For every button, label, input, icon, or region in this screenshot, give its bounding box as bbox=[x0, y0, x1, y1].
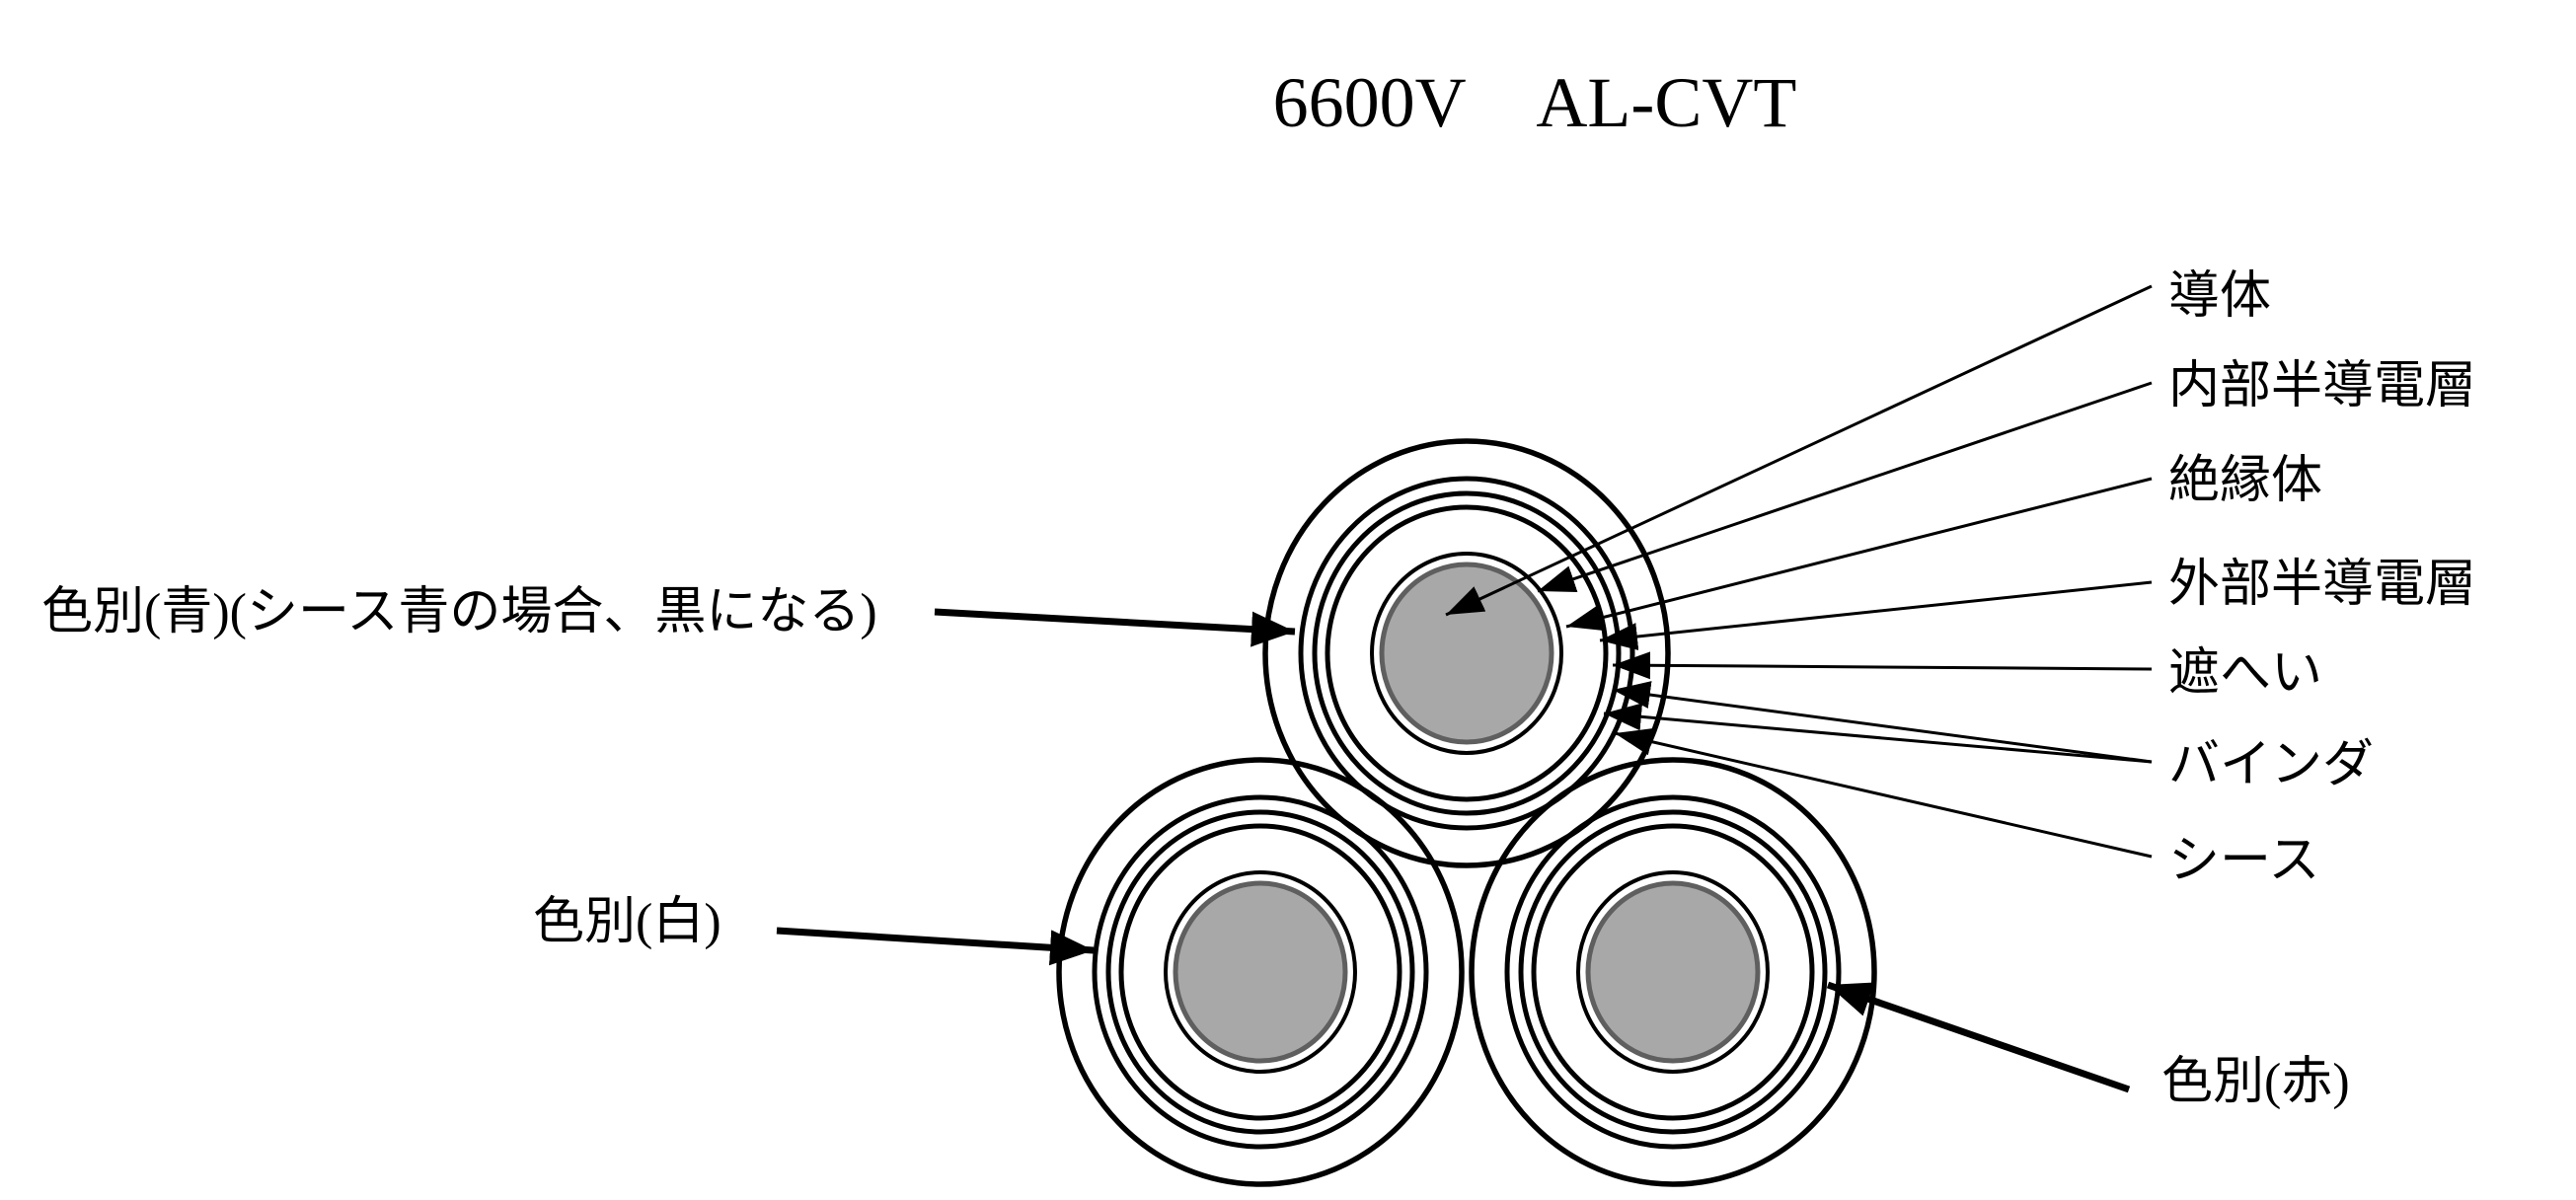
leader-line-outer-semiconductive bbox=[1599, 580, 2153, 650]
sheath-ring bbox=[1056, 757, 1465, 1187]
diagram-title: 6600V AL-CVT bbox=[1273, 63, 1797, 142]
inner-semiconductive-ring bbox=[1370, 552, 1563, 755]
shield-ring bbox=[1518, 809, 1828, 1135]
inner-semiconductive-ring bbox=[1576, 870, 1770, 1074]
conductor-core bbox=[1382, 564, 1552, 742]
conductor-core-rim bbox=[1379, 562, 1554, 745]
leader-line-conductor bbox=[1445, 284, 2153, 617]
label-sheath: シース bbox=[2168, 833, 2319, 889]
leader-line-binder-upper bbox=[1612, 681, 2153, 764]
binder-ring bbox=[1092, 794, 1429, 1150]
conductor-core-rim bbox=[1585, 880, 1761, 1064]
sheath-ring bbox=[1469, 757, 1877, 1187]
label-color-white: 色別(白) bbox=[533, 894, 721, 950]
label-inner-semiconductive: 内部半導電層 bbox=[2168, 358, 2476, 414]
label-conductor: 導体 bbox=[2168, 268, 2271, 325]
conductor-core bbox=[1588, 883, 1758, 1061]
leader-line-shield bbox=[1612, 651, 2153, 680]
leader-line-inner-semiconductive bbox=[1537, 381, 2153, 593]
label-shield: 遮へい bbox=[2168, 645, 2322, 702]
shield-ring bbox=[1105, 809, 1415, 1135]
binder-ring bbox=[1504, 794, 1842, 1150]
cable-cross-section-bottom-right bbox=[1469, 757, 1877, 1187]
arrow-color-red bbox=[1826, 981, 2131, 1093]
arrow-color-white bbox=[776, 927, 1095, 966]
inner-semiconductive-ring bbox=[1164, 870, 1357, 1074]
leader-line-insulator bbox=[1565, 477, 2153, 632]
conductor-core-rim bbox=[1173, 880, 1348, 1064]
label-insulator: 絶縁体 bbox=[2168, 453, 2322, 509]
sheath-ring bbox=[1262, 438, 1671, 868]
outer-semiconductive-ring bbox=[1531, 823, 1815, 1121]
conductor-core bbox=[1175, 883, 1345, 1061]
label-color-red: 色別(赤) bbox=[2161, 1054, 2350, 1110]
cable-cross-section-bottom-left bbox=[1056, 757, 1465, 1187]
label-color-blue: 色別(青)(シース青の場合、黒になる) bbox=[41, 584, 877, 640]
label-binder: バインダ bbox=[2168, 737, 2374, 793]
leader-line-binder-lower bbox=[1603, 703, 2153, 764]
outer-semiconductive-ring bbox=[1118, 823, 1402, 1121]
outer-semiconductive-ring bbox=[1325, 504, 1609, 802]
label-outer-semiconductive: 外部半導電層 bbox=[2168, 557, 2476, 613]
arrow-color-blue bbox=[934, 608, 1296, 647]
leader-line-sheath bbox=[1614, 727, 2153, 859]
cable-cross-section-top bbox=[1262, 438, 1671, 868]
